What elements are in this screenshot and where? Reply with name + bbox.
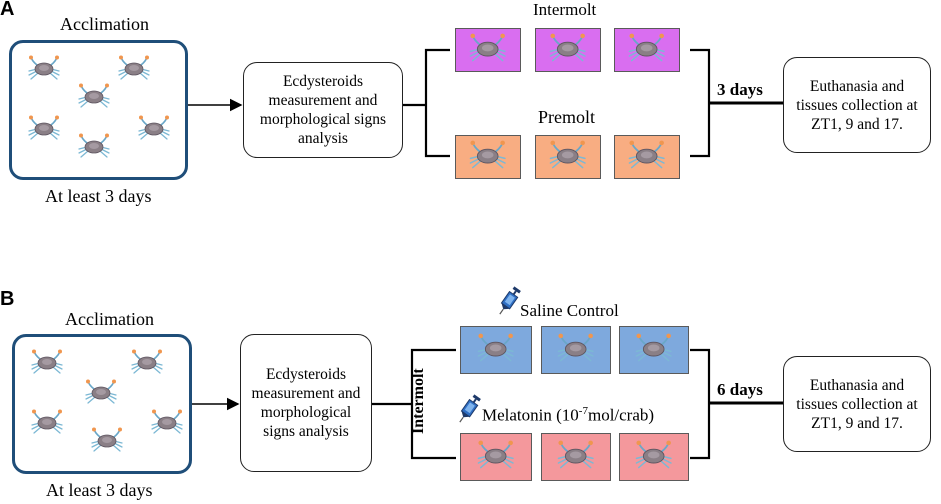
premolt-tile <box>455 135 521 179</box>
crab-icon <box>547 140 588 175</box>
crab-icon <box>26 115 62 146</box>
crab-icon <box>76 83 112 114</box>
saline-tile <box>460 326 532 374</box>
panel-b-label: B <box>0 288 15 310</box>
panel-b-end-box: Euthanasia and tissues collection at ZT1… <box>783 356 931 452</box>
bracket-a-right <box>690 48 711 158</box>
syringe-icon <box>499 286 521 315</box>
crab-icon <box>547 33 588 68</box>
crab-icon <box>83 379 119 410</box>
intermolt-tile <box>535 28 601 72</box>
melatonin-label-suffix: mol/crab) <box>587 405 655 425</box>
crab-icon <box>116 55 152 86</box>
crab-icon <box>626 140 667 175</box>
crab-icon <box>136 115 172 146</box>
panel-b-measure-box: Ecdysteroids measurement and morphologic… <box>240 334 372 472</box>
panel-a-acclimation-title: Acclimation <box>60 14 149 34</box>
crab-icon <box>633 333 674 368</box>
syringe-icon <box>459 394 481 423</box>
panel-a-label: A <box>0 0 15 20</box>
crab-icon <box>475 440 516 475</box>
panel-b-group2-label: Melatonin (10-7mol/crab) <box>482 405 654 426</box>
melatonin-tile <box>619 433 689 481</box>
panel-b-duration: 6 days <box>717 380 763 399</box>
crab-icon <box>149 409 185 440</box>
intermolt-tile <box>455 28 521 72</box>
panel-b-acclimation-box <box>12 334 192 474</box>
crab-icon <box>26 55 62 86</box>
crab-icon <box>76 133 112 164</box>
crab-icon <box>467 33 508 68</box>
crab-icon <box>555 333 596 368</box>
saline-tile <box>541 326 611 374</box>
panel-a-group2-label: Premolt <box>538 107 595 127</box>
melatonin-label-exponent: -7 <box>578 405 588 417</box>
panel-a-measure-box: Ecdysteroids measurement and morphologic… <box>243 62 403 158</box>
panel-b-acclimation-title: Acclimation <box>65 309 154 329</box>
crab-icon <box>626 33 667 68</box>
panel-a-end-box: Euthanasia and tissues collection at ZT1… <box>783 57 931 153</box>
panel-b-acclimation-caption: At least 3 days <box>46 480 153 500</box>
crab-icon <box>29 349 65 380</box>
panel-a-group1-label: Intermolt <box>533 0 597 19</box>
bracket-b-left <box>410 348 456 460</box>
crab-icon <box>555 440 596 475</box>
crab-icon <box>467 140 508 175</box>
panel-b-branch-label: Intermolt <box>410 368 427 434</box>
bracket-a-left <box>424 48 450 158</box>
panel-b-group1-label: Saline Control <box>520 301 619 320</box>
premolt-tile <box>535 135 601 179</box>
crab-icon <box>89 427 125 458</box>
crab-icon <box>633 440 674 475</box>
panel-a-acclimation-caption: At least 3 days <box>45 186 152 206</box>
melatonin-label-prefix: Melatonin (10 <box>482 405 579 425</box>
crab-icon <box>475 333 516 368</box>
intermolt-tile <box>614 28 680 72</box>
premolt-tile <box>614 135 680 179</box>
saline-tile <box>619 326 689 374</box>
crab-icon <box>29 409 65 440</box>
crab-icon <box>129 349 165 380</box>
bracket-b-right <box>690 348 711 460</box>
melatonin-tile <box>541 433 611 481</box>
panel-a-acclimation-box <box>9 40 188 180</box>
panel-a-duration: 3 days <box>717 80 763 99</box>
melatonin-tile <box>460 433 532 481</box>
